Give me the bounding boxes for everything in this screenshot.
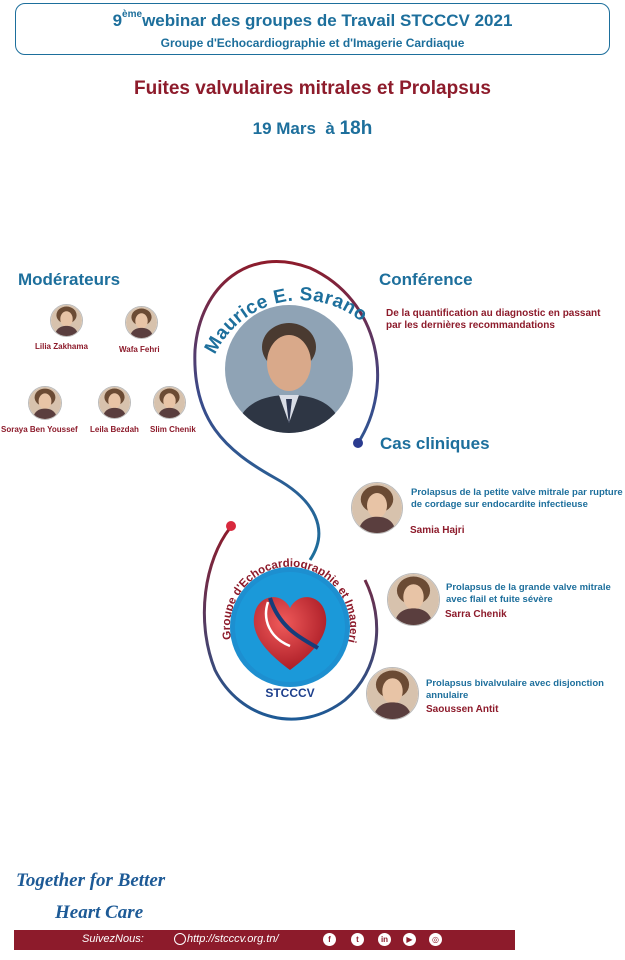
- presenter-photo: [387, 573, 440, 626]
- case-topic: Prolapsus de la petite valve mitrale par…: [411, 487, 623, 510]
- youtube-icon[interactable]: ▶: [403, 933, 416, 946]
- avatar: [50, 304, 83, 337]
- case-presenter: Samia Hajri: [410, 525, 465, 536]
- presenter-photo: [366, 667, 419, 720]
- presenter-photo: [351, 482, 403, 534]
- instagram-icon[interactable]: ◎: [429, 933, 442, 946]
- slogan-line-2: Heart Care: [55, 902, 144, 923]
- cases-heading: Cas cliniques: [380, 434, 490, 453]
- website-link[interactable]: http://stcccv.org.tn/: [187, 933, 279, 945]
- slogan-line-1: Together for Better: [16, 870, 166, 891]
- group-logo: Groupe d'Echocardiographie et Imagerie C…: [200, 530, 359, 700]
- header-banner: 9èmewebinar des groupes de Travail STCCC…: [15, 3, 610, 55]
- case-topic: Prolapsus de la grande valve mitrale ave…: [446, 582, 611, 605]
- header-title: 9èmewebinar des groupes de Travail STCCC…: [112, 9, 513, 30]
- conference-heading: Conférence: [379, 270, 473, 289]
- speaker-photo: [225, 305, 353, 433]
- moderator-name: Wafa Fehri: [119, 345, 160, 354]
- moderator-name: Leila Bezdah: [90, 425, 139, 434]
- page-title: Fuites valvulaires mitrales et Prolapsus: [134, 78, 491, 99]
- conference-topic: De la quantification au diagnostic en pa…: [386, 308, 601, 331]
- moderator-name: Slim Chenik: [150, 425, 196, 434]
- linkedin-icon[interactable]: in: [378, 933, 391, 946]
- header-subtitle: Groupe d'Echocardiographie et d'Imagerie…: [160, 36, 465, 50]
- case-presenter: Sarra Chenik: [445, 609, 507, 620]
- twitter-icon[interactable]: t: [351, 933, 364, 946]
- facebook-icon[interactable]: f: [323, 933, 336, 946]
- event-date: 19 Mars à 18h: [252, 118, 373, 139]
- avatar: [98, 386, 131, 419]
- avatar: [28, 386, 62, 420]
- avatar: [153, 386, 186, 419]
- avatar: [125, 306, 158, 339]
- case-presenter: Saoussen Antit: [426, 704, 499, 715]
- moderator-name: Lilia Zakhama: [35, 342, 88, 351]
- moderators-heading: Modérateurs: [18, 270, 121, 289]
- footer-bar: SuivezNous: http://stcccv.org.tn/ f t in…: [14, 930, 515, 950]
- moderator-name: Soraya Ben Youssef: [1, 425, 78, 434]
- follow-label: SuivezNous:: [82, 933, 144, 945]
- heart-icon: [253, 597, 327, 670]
- globe-icon: [174, 933, 186, 945]
- case-topic: Prolapsus bivalvulaire avec disjonction …: [426, 678, 604, 701]
- logo-acronym: STCCCV: [265, 686, 314, 700]
